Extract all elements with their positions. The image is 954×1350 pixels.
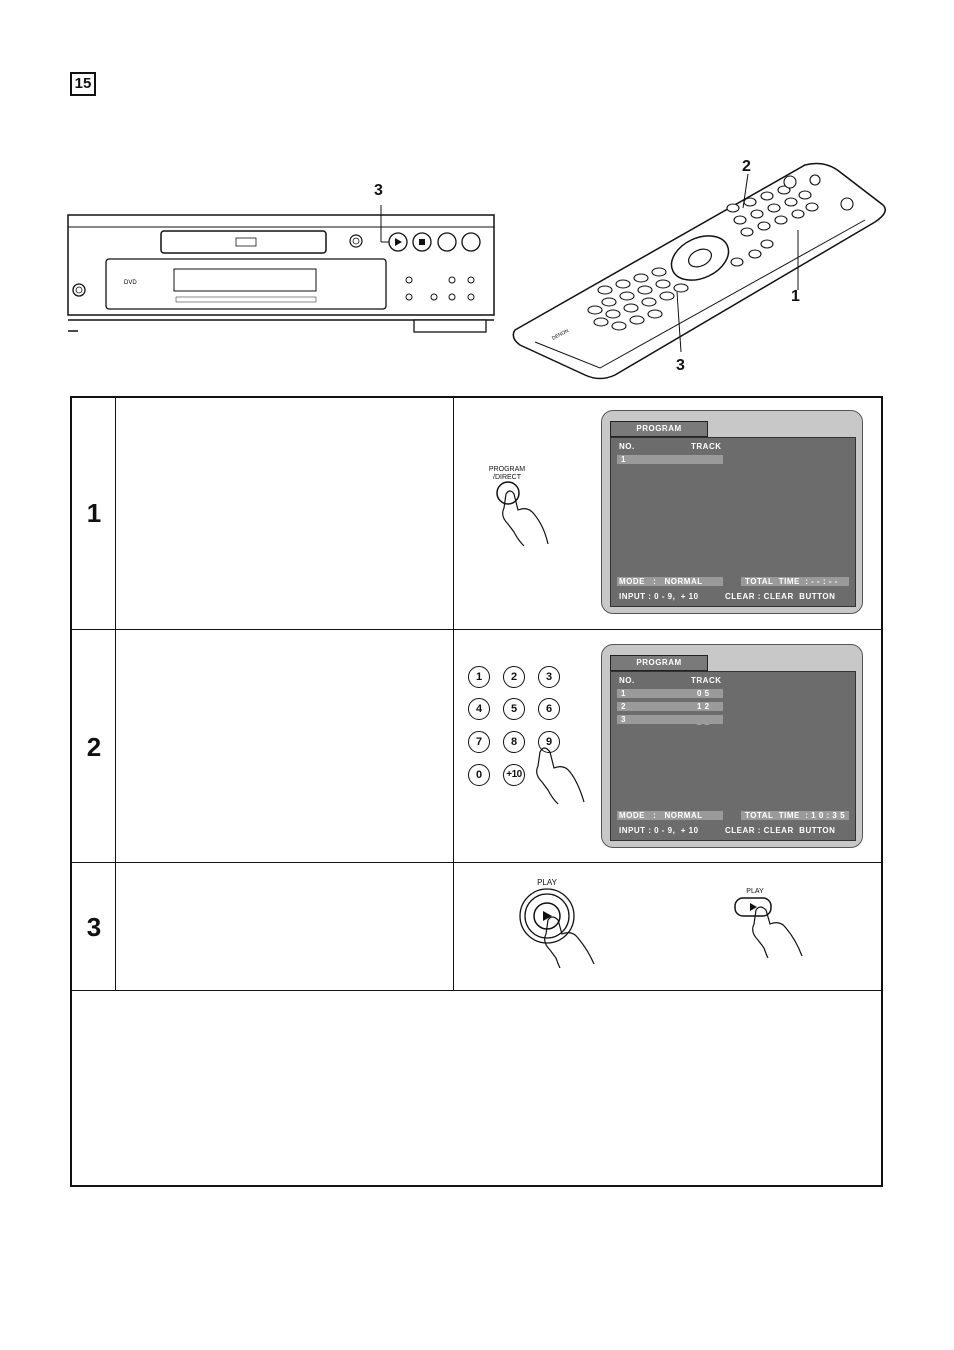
screen2-title: PROGRAM <box>610 655 708 671</box>
screen2-row-2-no: 2 <box>621 702 626 711</box>
screen2-input: INPUT : 0 - 9, + 10 <box>619 826 699 835</box>
screen1-row-1-no: 1 <box>621 455 626 464</box>
number-key-6[interactable]: 6 <box>538 698 560 720</box>
callout-remote-right: 1 <box>791 288 800 305</box>
number-key-3[interactable]: 3 <box>538 666 560 688</box>
callout-remote-bottom: 3 <box>676 357 685 374</box>
callout-remote-top: 2 <box>742 158 751 175</box>
program-direct-label: PROGRAM /DIRECT <box>488 466 526 481</box>
screen2-total-time: TOTAL TIME : 1 0 : 3 5 <box>745 811 846 820</box>
callout-player-play: 3 <box>374 182 383 199</box>
remote-control-illustration: DENON <box>512 162 886 380</box>
play-label-small: PLAY <box>746 888 764 895</box>
number-key-2[interactable]: 2 <box>503 666 525 688</box>
play-button-small-hand <box>734 897 803 959</box>
dvd-player-illustration: DVD <box>67 205 495 333</box>
step-number-2: 2 <box>86 732 102 762</box>
number-key-1[interactable]: 1 <box>468 666 490 688</box>
play-button-large-hand <box>519 888 595 968</box>
screen2-col-no: NO. <box>619 676 635 685</box>
screen1-mode: MODE : NORMAL <box>619 577 703 586</box>
play-label-large: PLAY <box>537 878 557 887</box>
screen1-col-no: NO. <box>619 442 635 451</box>
screen2-clear: CLEAR : CLEAR BUTTON <box>725 826 836 835</box>
page-number: 15 <box>70 72 96 96</box>
number-key-0[interactable]: 0 <box>468 764 490 786</box>
svg-text:DVD: DVD <box>124 280 137 286</box>
screen2-row-1-no: 1 <box>621 689 626 698</box>
screen2-mode: MODE : NORMAL <box>619 811 703 820</box>
step-number-1: 1 <box>86 498 102 528</box>
program-screen-2: PROGRAM NO. TRACK 1 0 5 2 1 2 3 _ _ MODE… <box>601 644 863 848</box>
instruction-table: 1 2 3 PROGRAM /DIRECT PROGRAM NO. TRACK … <box>70 396 883 1187</box>
number-key-plus10[interactable]: +10 <box>503 764 525 786</box>
screen1-col-track: TRACK <box>691 442 722 451</box>
screen2-row-3-track: _ _ <box>697 717 710 726</box>
program-screen-1: PROGRAM NO. TRACK 1 MODE : NORMAL TOTAL … <box>601 410 863 614</box>
screen2-row-1-track: 0 5 <box>697 689 710 698</box>
number-key-4[interactable]: 4 <box>468 698 490 720</box>
keypad-hand-icon <box>536 747 585 805</box>
screen2-col-track: TRACK <box>691 676 722 685</box>
number-key-7[interactable]: 7 <box>468 731 490 753</box>
screen1-title: PROGRAM <box>610 421 708 437</box>
screen2-row-2-track: 1 2 <box>697 702 710 711</box>
program-direct-button-hand <box>496 481 549 547</box>
number-key-5[interactable]: 5 <box>503 698 525 720</box>
screen1-total-time: TOTAL TIME : - - : - - <box>745 577 838 586</box>
number-key-9[interactable]: 9 <box>538 731 560 753</box>
screen1-clear: CLEAR : CLEAR BUTTON <box>725 592 836 601</box>
number-key-8[interactable]: 8 <box>503 731 525 753</box>
screen2-row-3-no: 3 <box>621 715 626 724</box>
step-number-3: 3 <box>86 912 102 942</box>
screen1-input: INPUT : 0 - 9, + 10 <box>619 592 699 601</box>
